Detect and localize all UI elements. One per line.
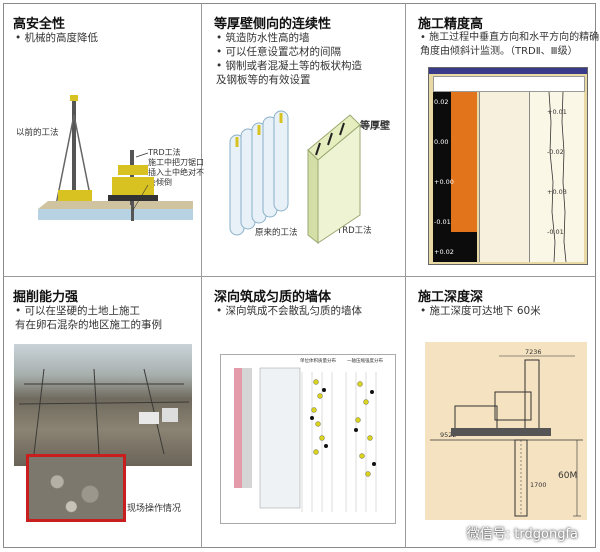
monitor-value: 0.00: [434, 138, 449, 146]
wall-comparison-illustration: [229, 110, 361, 245]
bullet: 及钢板等的有效设置: [216, 74, 311, 86]
grid-divider: [201, 3, 202, 548]
bullet: • 可以任意设置芯材的间隔: [216, 46, 342, 58]
caption-trd: TRD工法: [148, 148, 181, 157]
depth-diagram: [430, 355, 583, 517]
bullet: • 施工深度可达地下 60米: [420, 305, 541, 317]
panel-title: 施工深度深: [418, 290, 484, 305]
caption-strength: 一轴压缩强度分布: [347, 359, 383, 364]
bullet: • 钢制或者混凝土等的板状构造: [216, 60, 363, 72]
caption-trd-line: 施工中把刀锯口: [148, 158, 204, 167]
monitor-value: +0.01: [547, 108, 567, 116]
panel-title: 深向筑成匀质的墙体: [214, 290, 332, 305]
panel-title: 掘削能力强: [13, 290, 79, 305]
figure-frame: [3, 3, 596, 548]
soil-charts: [234, 367, 377, 512]
bullet: • 深向筑成不会散乱匀质的墙体: [216, 305, 363, 317]
monitor-value: -0.02: [547, 148, 564, 156]
monitor-value: +0.02: [434, 248, 454, 256]
grid-divider: [3, 276, 596, 277]
monitor-screenshot: 0.02 0.00 +0.00 -0.01 +0.01 -0.02 +0.03 …: [428, 67, 588, 265]
panel-title: 等厚壁侧向的连续性: [214, 17, 332, 32]
site-photo-detail: [18, 368, 190, 455]
caption-trd-line: 插入土中绝对不: [148, 168, 204, 177]
dim-label: 1700: [530, 481, 547, 489]
machine-height-illustration: [38, 95, 193, 221]
panel-title: 施工精度高: [418, 17, 484, 32]
monitor-value: -0.01: [547, 228, 564, 236]
inclination-trace: [548, 91, 567, 263]
depth-label: 60M: [558, 471, 578, 481]
watermark: 微信号: trdgongfa: [466, 527, 578, 542]
bullet: • 施工过程中垂直方向和水平方向的精确: [420, 32, 600, 43]
caption-old-method: 原来的工法: [255, 228, 298, 238]
bullet: • 机械的高度降低: [15, 32, 99, 44]
bullet: • 可以在坚硬的土地上施工: [15, 305, 141, 317]
monitor-value: +0.00: [434, 178, 454, 186]
caption-site: 现场操作情况: [127, 504, 182, 514]
grid-divider: [405, 3, 406, 548]
monitor-value: -0.01: [434, 218, 451, 226]
caption-trd-line: 会倾倒: [148, 178, 172, 187]
caption-trd-method: TRD工法: [337, 226, 372, 236]
bullet: 有在卵石混杂的地区施工的事例: [15, 319, 162, 331]
bullet: 角度由倾斜计监测。（TRDⅡ、Ⅲ级）: [420, 46, 578, 57]
panel-title: 高安全性: [13, 17, 66, 32]
monitor-value: +0.03: [547, 188, 567, 196]
dim-label: 7236: [525, 348, 542, 356]
dim-label: 9522: [440, 431, 457, 439]
caption-old-method: 以前的工法: [16, 128, 59, 138]
gravel-photo: [26, 454, 126, 522]
bullet: • 筑造防水性高的墙: [216, 32, 310, 44]
caption-equal-wall: 等厚壁: [360, 121, 390, 132]
monitor-value: 0.02: [434, 98, 449, 106]
caption-density: 单位体积质量分布: [300, 359, 336, 364]
